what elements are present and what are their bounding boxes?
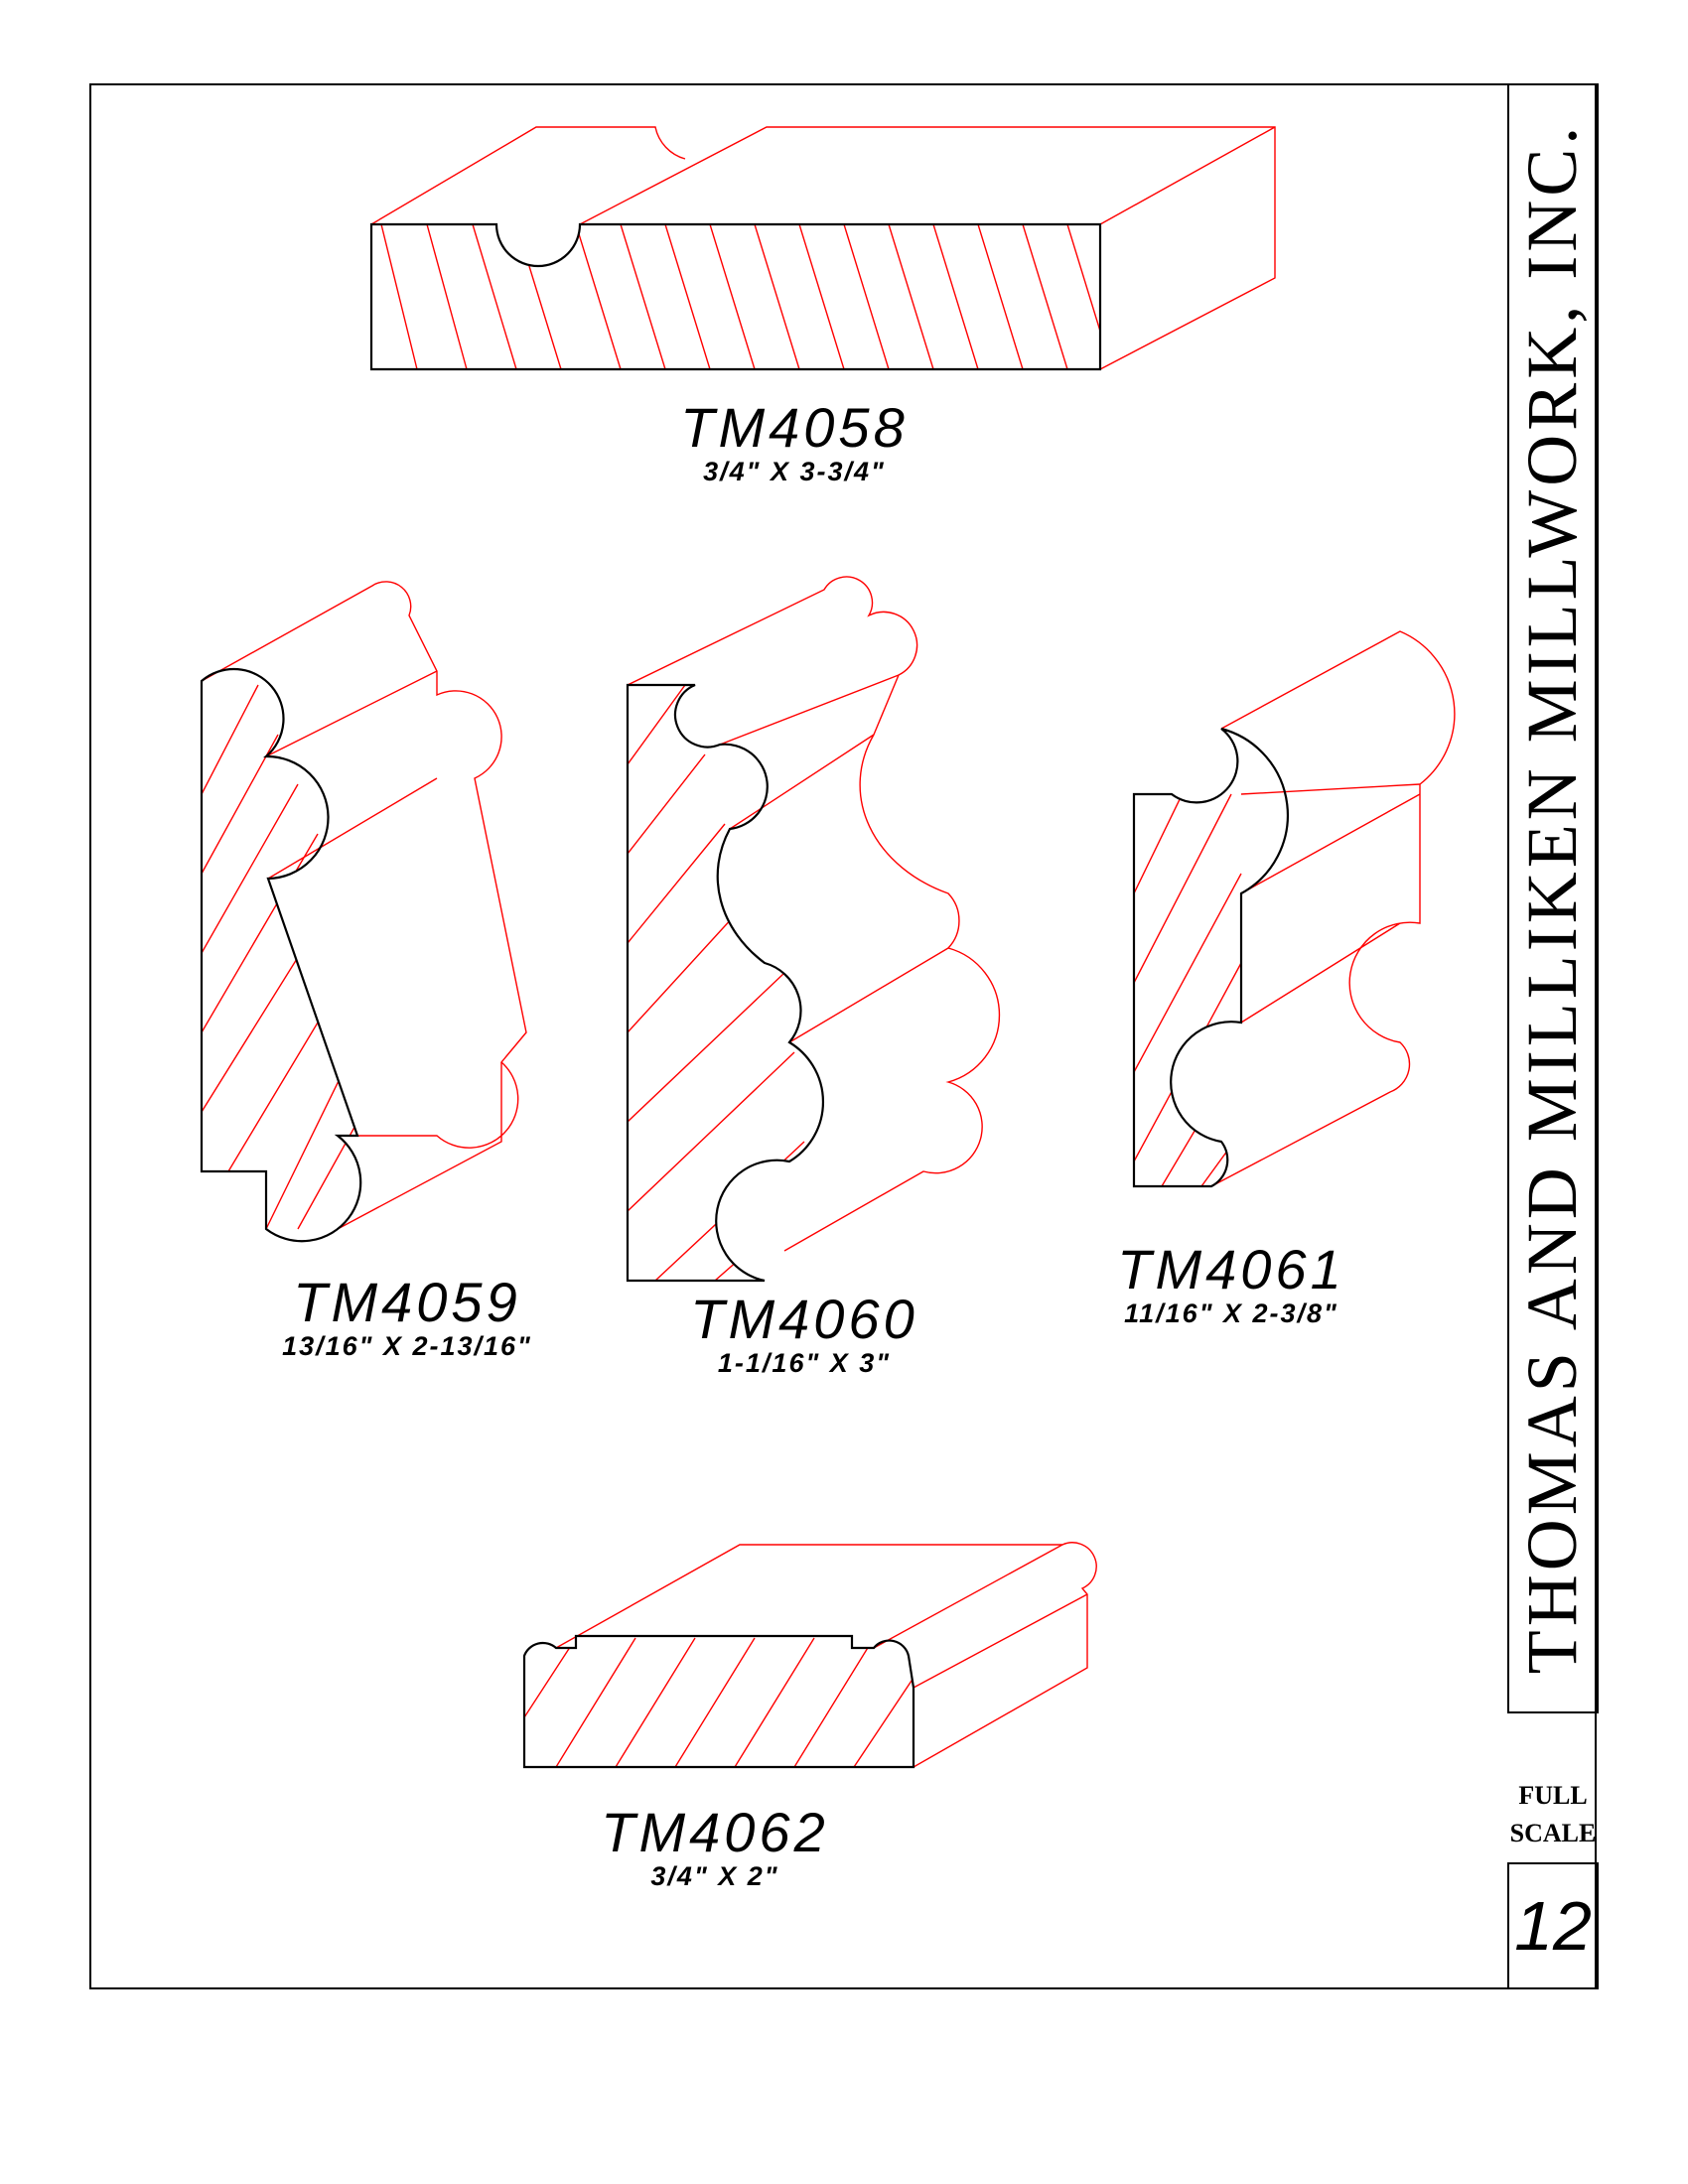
tm4060-body-lines	[627, 576, 1001, 1252]
tm4062-hatch	[524, 1637, 914, 1767]
tm4058-body-lines	[370, 126, 1276, 370]
scale-line-1: FULL	[1518, 1781, 1588, 1810]
profile-dimensions: 13/16" X 2-13/16"	[282, 1331, 532, 1361]
tm4062-body-lines	[555, 1542, 1097, 1768]
tm4058-section-outline	[369, 222, 1102, 371]
title-block	[1507, 83, 1599, 1713]
page-number-box	[1507, 1862, 1599, 1989]
profile-code: TM4061	[1117, 1238, 1345, 1300]
profile-dimensions: 1-1/16" X 3"	[717, 1348, 892, 1378]
tm4061-section-outline	[1132, 727, 1289, 1188]
profile-code: TM4058	[680, 396, 909, 459]
profile-dimensions: 3/4" X 2"	[650, 1861, 779, 1891]
page-number: 12	[1514, 1887, 1592, 1965]
profile-tm4058	[369, 126, 1276, 371]
label-tm4061: TM4061 11/16" X 2-3/8"	[1043, 1238, 1420, 1329]
profile-tm4060	[626, 576, 1001, 1283]
profile-code: TM4059	[293, 1271, 521, 1333]
tm4060-section-outline	[626, 683, 824, 1283]
tm4059-hatch	[202, 684, 358, 1230]
profile-code: TM4062	[601, 1801, 829, 1863]
label-tm4059: TM4059 13/16" X 2-13/16"	[199, 1271, 616, 1362]
profile-tm4059	[200, 581, 527, 1243]
tm4062-section-outline	[522, 1634, 915, 1769]
profile-code: TM4060	[690, 1288, 918, 1350]
label-tm4060: TM4060 1-1/16" X 3"	[616, 1288, 993, 1379]
drawing-border	[89, 83, 1597, 1989]
scale-line-2: SCALE	[1509, 1819, 1597, 1847]
tm4059-body-lines	[201, 581, 527, 1230]
profile-dimensions: 11/16" X 2-3/8"	[1124, 1298, 1338, 1328]
profile-tm4062	[522, 1542, 1097, 1769]
profile-dimensions: 3/4" X 3-3/4"	[703, 457, 886, 486]
tm4061-body-lines	[1210, 630, 1456, 1187]
profile-tm4061	[1132, 630, 1456, 1188]
label-tm4058: TM4058 3/4" X 3-3/4"	[556, 396, 1033, 487]
tm4060-hatch	[628, 685, 805, 1281]
tm4059-section-outline	[200, 667, 362, 1243]
tm4058-hatch	[380, 224, 1100, 369]
scale-note: FULL SCALE	[1507, 1777, 1599, 1852]
label-tm4062: TM4062 3/4" X 2"	[536, 1801, 894, 1892]
tm4061-hatch	[1134, 753, 1242, 1186]
